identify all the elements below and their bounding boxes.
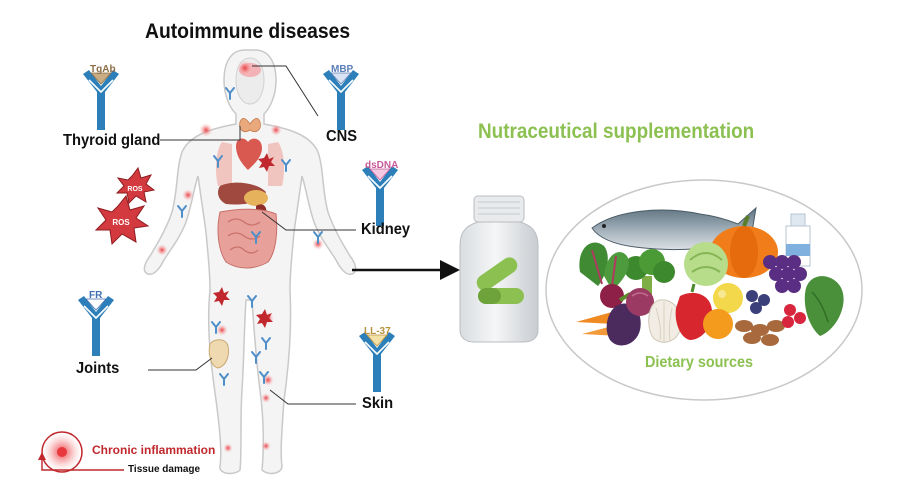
small-antibody bbox=[251, 231, 261, 244]
inflammation-dot bbox=[182, 189, 194, 201]
dsdna-label: dsDNA bbox=[365, 160, 399, 171]
diagram-title: Autoimmune diseases bbox=[145, 20, 351, 43]
ros-star-small bbox=[256, 309, 273, 328]
red-pepper-icon bbox=[675, 283, 712, 340]
small-antibody bbox=[281, 159, 291, 172]
legend bbox=[38, 431, 124, 473]
thyroid-connector bbox=[160, 126, 241, 141]
inflammation-dot bbox=[261, 393, 271, 403]
cabbage-icon bbox=[684, 242, 728, 286]
inflammation-dot bbox=[270, 124, 282, 136]
orange-icon bbox=[703, 309, 733, 339]
lung-left bbox=[215, 142, 232, 186]
small-antibody bbox=[219, 373, 229, 386]
beetroot-icon bbox=[600, 284, 624, 308]
tgab-antigen bbox=[90, 72, 112, 85]
blueberries-icon bbox=[746, 290, 770, 314]
inflammation-dot bbox=[216, 324, 228, 336]
dietary-foods bbox=[576, 206, 844, 346]
ros-label: ROS bbox=[112, 218, 130, 227]
small-antibody bbox=[261, 337, 271, 350]
kidney-label: Kidney bbox=[361, 221, 411, 238]
small-antibody bbox=[259, 371, 269, 384]
small-antibody bbox=[251, 351, 261, 364]
joints-connector bbox=[148, 357, 213, 371]
small-antibody bbox=[213, 155, 223, 168]
ros-star-small bbox=[213, 287, 230, 306]
small-antibody bbox=[211, 321, 221, 334]
fr-antigen bbox=[85, 298, 107, 311]
fr-label: FR bbox=[89, 290, 103, 301]
knee-joint bbox=[208, 339, 229, 369]
ros-star-large-1: ROS bbox=[115, 166, 156, 205]
antibody-ll37-icon bbox=[359, 332, 395, 392]
nutraceutical-title: Nutraceutical supplementation bbox=[478, 120, 755, 143]
grapes-icon bbox=[763, 255, 807, 293]
inflammation-dot bbox=[156, 244, 168, 256]
inflammation-spots bbox=[156, 60, 324, 453]
kale-icon bbox=[804, 276, 844, 336]
small-antibody bbox=[313, 231, 323, 244]
antibody-tgab-icon bbox=[83, 70, 119, 130]
legend-tissue-damage: Tissue damage bbox=[128, 464, 201, 475]
cns-label: CNS bbox=[326, 128, 358, 145]
capsule-icon bbox=[476, 257, 524, 304]
small-antibody bbox=[225, 87, 235, 100]
small-antibody bbox=[247, 295, 257, 308]
broccoli-icon bbox=[624, 249, 675, 298]
lung-right bbox=[268, 142, 285, 186]
inflammation-dot bbox=[261, 441, 271, 451]
small-antibody bbox=[177, 205, 187, 218]
cns-connector bbox=[252, 65, 319, 117]
thyroid-organ bbox=[239, 118, 261, 132]
thyroid-label: Thyroid gland bbox=[63, 132, 161, 149]
leafy-greens-icon bbox=[579, 242, 629, 290]
raspberries-icon bbox=[782, 304, 806, 328]
dsdna-antigen bbox=[369, 168, 391, 181]
legend-arrow bbox=[41, 458, 124, 471]
stomach-organ bbox=[244, 190, 268, 206]
ros-label: ROS bbox=[127, 186, 143, 193]
ll37-antigen bbox=[366, 334, 388, 347]
body-antibodies bbox=[177, 87, 323, 386]
tgab-label: TgAb bbox=[90, 64, 116, 75]
pumpkin-icon bbox=[710, 215, 778, 278]
ros-star-large-2: ROS bbox=[94, 194, 150, 246]
connector-lines bbox=[148, 65, 356, 405]
kidney-connector bbox=[261, 211, 356, 231]
ros-star-small bbox=[258, 153, 275, 172]
apple-icon bbox=[713, 283, 743, 313]
inflammation-dot bbox=[237, 60, 253, 76]
inflammation-dot bbox=[199, 123, 213, 137]
antibody-mbp-icon bbox=[323, 70, 359, 130]
nuts-icon bbox=[735, 320, 785, 346]
bottle-cap bbox=[473, 195, 525, 223]
dietary-sources-label: Dietary sources bbox=[645, 354, 754, 371]
joints-label: Joints bbox=[76, 360, 120, 377]
mbp-antigen bbox=[330, 72, 352, 85]
heart-organ bbox=[236, 138, 262, 170]
supplement-bottle bbox=[459, 195, 539, 343]
mbp-label: MBP bbox=[331, 64, 354, 75]
ll37-label: LL-37 bbox=[364, 326, 391, 337]
body-ros bbox=[213, 153, 275, 328]
antibody-dsdna-icon bbox=[362, 166, 398, 226]
skin-connector bbox=[269, 389, 356, 405]
garlic-icon bbox=[648, 299, 682, 343]
legend-chronic-inflammation: Chronic inflammation bbox=[92, 443, 216, 457]
skin-label: Skin bbox=[362, 395, 394, 412]
inflammation-dot bbox=[223, 443, 233, 453]
red-onion-icon bbox=[626, 288, 654, 316]
antibody-fr-icon bbox=[78, 296, 114, 356]
